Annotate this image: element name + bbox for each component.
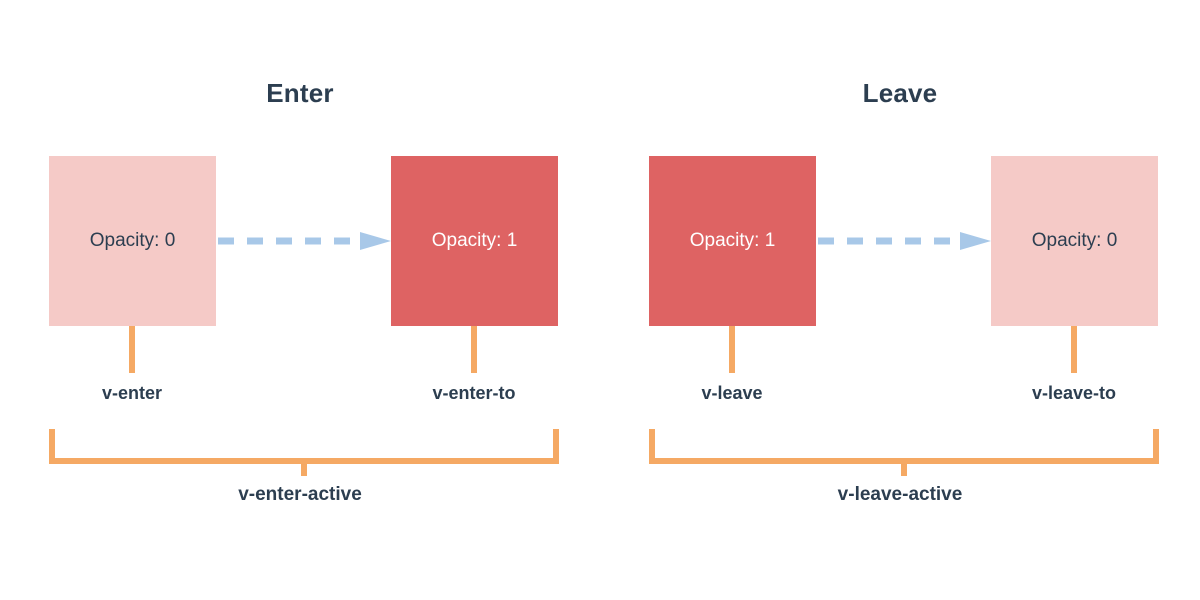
section-leave: Leave Opacity: 1 Opacity: 0 v-leave v-le…: [600, 0, 1200, 600]
active-label-v-enter-active: v-enter-active: [238, 484, 362, 505]
bracket-v-enter-active: [46, 427, 562, 477]
tick-v-leave-to: [1071, 326, 1077, 373]
dashed-arrow-right-icon: [816, 232, 992, 250]
box-label-v-leave-to: Opacity: 0: [1031, 230, 1118, 251]
state-label-v-leave-to: v-leave-to: [1031, 383, 1117, 403]
state-label-v-enter: v-enter: [101, 383, 163, 403]
box-v-leave: Opacity: 1: [649, 156, 816, 326]
dashed-arrow-right-icon: [216, 232, 392, 250]
box-label-v-enter-to: Opacity: 1: [431, 230, 518, 251]
tick-v-enter: [129, 326, 135, 373]
section-title-enter: Enter: [266, 78, 334, 108]
section-enter: Enter Opacity: 0 Opacity: 1 v-enter v-en…: [46, 78, 562, 505]
section-title-leave: Leave: [862, 78, 938, 108]
tick-v-leave: [729, 326, 735, 373]
bracket-v-leave-active: [646, 427, 1162, 477]
state-label-v-enter-to: v-enter-to: [432, 383, 516, 403]
tick-v-enter-to: [471, 326, 477, 373]
box-label-v-enter: Opacity: 0: [89, 230, 176, 251]
state-label-v-leave: v-leave: [701, 383, 763, 403]
box-v-enter-to: Opacity: 1: [391, 156, 558, 326]
box-v-leave-to: Opacity: 0: [991, 156, 1158, 326]
box-v-enter: Opacity: 0: [49, 156, 216, 326]
active-label-v-leave-active: v-leave-active: [837, 484, 963, 505]
box-label-v-leave: Opacity: 1: [689, 230, 776, 251]
